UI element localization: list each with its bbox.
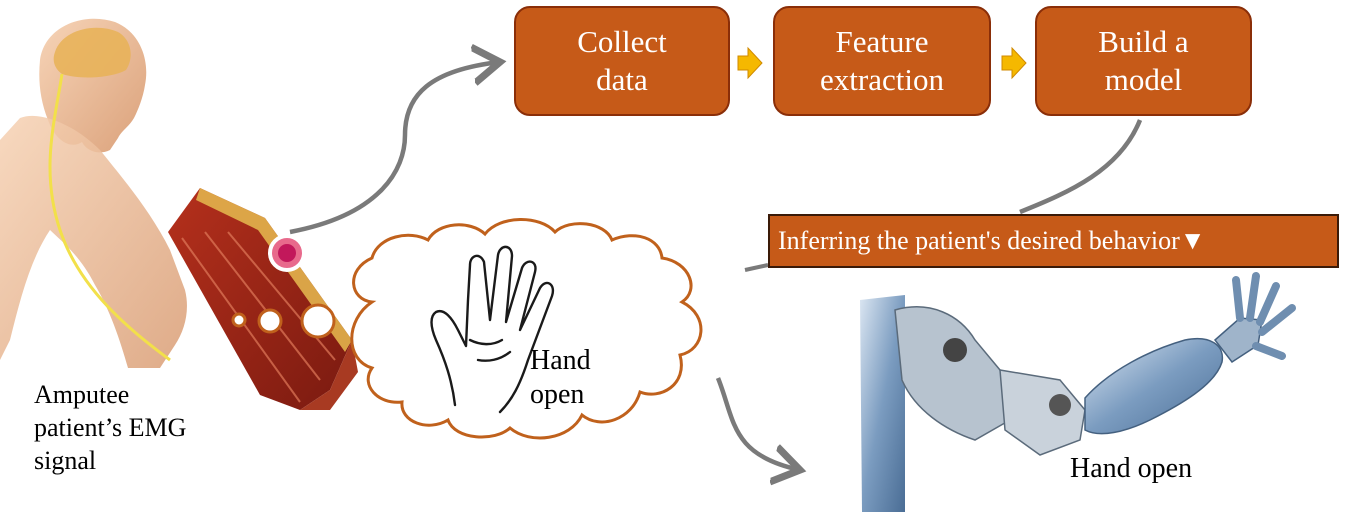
pipeline-arrow-icon [737,46,763,80]
inference-banner: Inferring the patient's desired behavior… [768,214,1339,268]
step-collect-data: Collect data [514,6,730,116]
patient-figure-icon [0,18,358,410]
thought-cloud [350,218,703,440]
banner-text: Inferring the patient's desired behavior… [778,226,1206,255]
step-label: Feature extraction [820,24,944,97]
sensor-to-pipeline-arrow [289,62,500,235]
model-to-banner-connector [1019,119,1143,215]
open-hand-sketch-icon [430,245,555,414]
banner-to-cloud-connector [744,263,769,272]
step-feature-extraction: Feature extraction [773,6,991,116]
cloud-to-robot-arrow [715,377,800,470]
step-label: Collect data [577,24,667,97]
emg-sensor-icon [268,234,306,272]
robot-label: Hand open [1070,453,1193,484]
thought-bubble-dots [231,303,336,339]
pipeline-arrow-icon [1001,46,1027,80]
robotic-arm-icon [860,272,1296,512]
patient-label: Amputee patient’s EMG signal [34,380,187,475]
thought-label: Hand open [530,345,591,410]
step-build-model: Build a model [1035,6,1252,116]
step-label: Build a model [1098,24,1189,97]
